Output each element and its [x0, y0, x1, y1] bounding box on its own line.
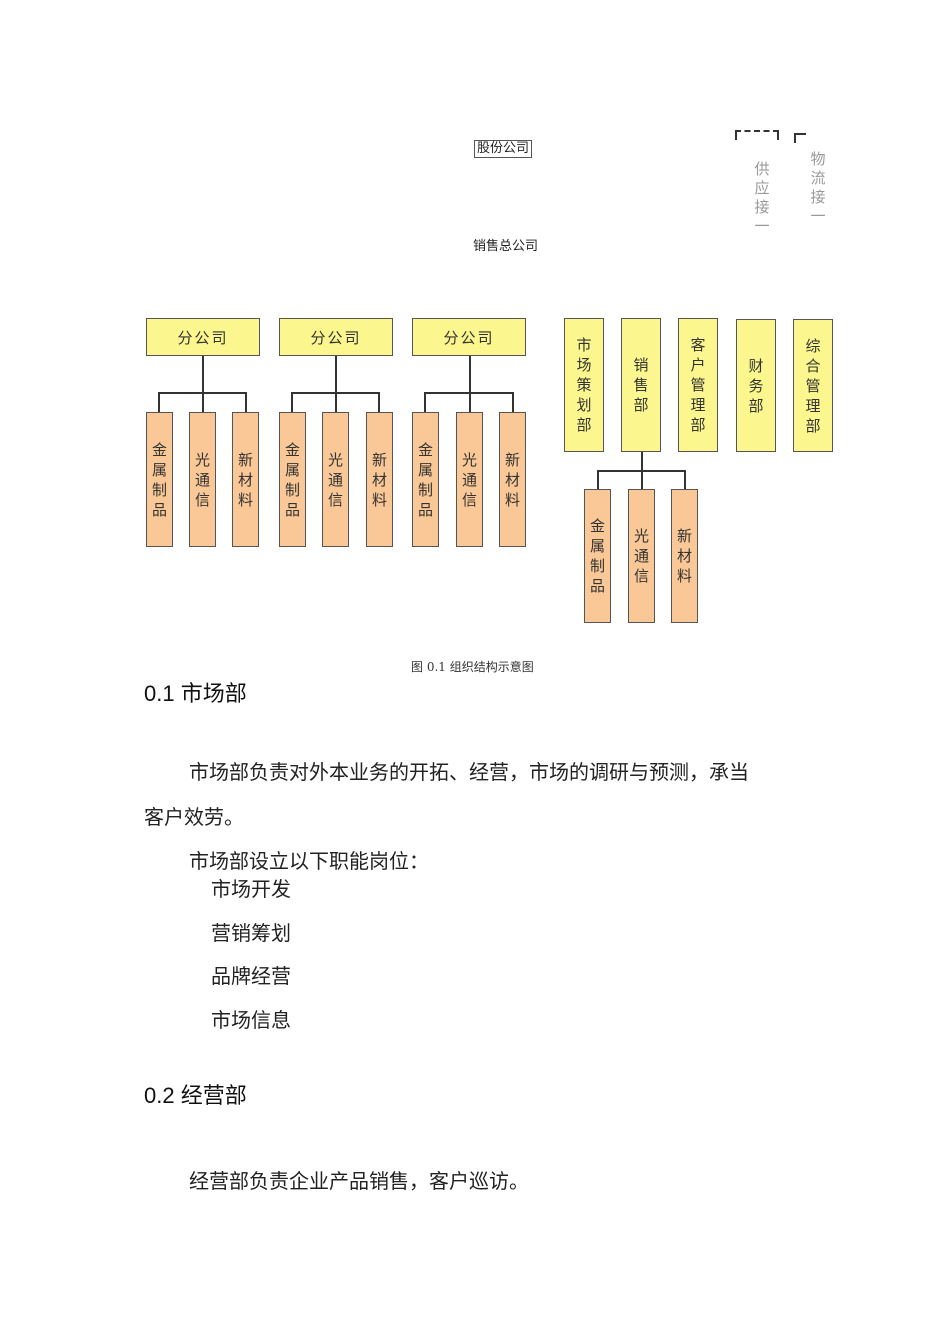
- heading-number: 0.2: [144, 1083, 175, 1108]
- connector: [597, 470, 685, 472]
- dept-marketing-planning: 市场策划部: [564, 318, 604, 452]
- product-box: 光通信: [628, 489, 655, 623]
- product-box: 金属制品: [584, 489, 611, 623]
- sales-hq-label: 销售总公司: [473, 239, 539, 254]
- dept-label: 市场策划部: [576, 336, 592, 434]
- position-item: 市场开发: [211, 877, 291, 901]
- dept-customer-management: 客户管理部: [678, 318, 718, 452]
- branch-label: 分公司: [443, 328, 495, 347]
- connector: [469, 356, 471, 412]
- branch-label: 分公司: [310, 328, 362, 347]
- dept-general-management: 综合管理部: [793, 319, 833, 452]
- product-label: 金属制品: [417, 440, 433, 519]
- product-label: 光通信: [461, 450, 477, 509]
- dept-label: 客户管理部: [690, 336, 706, 434]
- connector: [245, 392, 247, 412]
- product-box: 新材料: [232, 412, 259, 547]
- position-item: 市场信息: [211, 1008, 291, 1032]
- connector: [378, 392, 380, 412]
- supply-interface-label: 供应接一: [754, 160, 770, 235]
- connector: [512, 392, 514, 412]
- heading-text: 经营部: [180, 1083, 247, 1108]
- product-box: 金属制品: [146, 412, 173, 547]
- dept-label: 销售部: [633, 356, 649, 414]
- paragraph-line: 经营部负责企业产品销售，客户巡访。: [189, 1169, 529, 1193]
- connector: [597, 470, 599, 489]
- section-heading-2: 0.2 经营部: [144, 1078, 247, 1110]
- connector: [158, 392, 160, 412]
- branch-label: 分公司: [177, 328, 229, 347]
- product-box: 新材料: [499, 412, 526, 547]
- heading-text: 市场部: [180, 681, 247, 706]
- product-label: 新材料: [371, 450, 387, 509]
- connector: [202, 356, 204, 412]
- product-label: 新材料: [237, 450, 253, 509]
- logistics-bracket: [794, 133, 806, 143]
- figure-caption: 图 0.1 组织结构示意图: [411, 660, 534, 674]
- connector: [424, 392, 513, 394]
- product-box: 金属制品: [412, 412, 439, 547]
- product-label: 金属制品: [589, 517, 605, 595]
- product-label: 光通信: [327, 450, 343, 509]
- product-box: 光通信: [322, 412, 349, 547]
- product-label: 新材料: [676, 527, 692, 585]
- connector: [291, 392, 379, 394]
- connector: [335, 356, 337, 412]
- product-label: 光通信: [194, 450, 210, 509]
- product-label: 光通信: [633, 527, 649, 585]
- connector: [291, 392, 293, 412]
- branch-box-2: 分公司: [279, 318, 393, 356]
- product-label: 新材料: [504, 450, 520, 509]
- dept-sales: 销售部: [621, 318, 661, 452]
- product-box: 光通信: [456, 412, 483, 547]
- connector: [158, 392, 246, 394]
- supply-bracket: [735, 130, 779, 140]
- paragraph-line: 市场部负责对外本业务的开拓、经营，市场的调研与预测，承当: [189, 760, 749, 784]
- dept-label: 财务部: [748, 356, 764, 415]
- connector: [424, 392, 426, 412]
- product-label: 金属制品: [284, 440, 300, 519]
- dept-label: 综合管理部: [805, 336, 821, 435]
- product-label: 金属制品: [151, 440, 167, 519]
- section-heading-1: 0.1 市场部: [144, 676, 247, 708]
- paragraph-line: 客户效劳。: [144, 805, 244, 829]
- holding-company-label: 股份公司: [474, 140, 533, 158]
- product-box: 新材料: [671, 489, 698, 623]
- positions-intro: 市场部设立以下职能岗位：: [189, 849, 429, 873]
- heading-number: 0.1: [144, 681, 175, 706]
- product-box: 金属制品: [279, 412, 306, 547]
- product-box: 新材料: [366, 412, 393, 547]
- logistics-interface-label: 物流接一: [810, 150, 826, 225]
- branch-box-3: 分公司: [412, 318, 526, 356]
- position-item: 营销筹划: [211, 921, 291, 945]
- position-item: 品牌经营: [211, 964, 291, 988]
- connector: [684, 470, 686, 489]
- product-box: 光通信: [189, 412, 216, 547]
- dept-finance: 财务部: [736, 319, 776, 452]
- branch-box-1: 分公司: [146, 318, 260, 356]
